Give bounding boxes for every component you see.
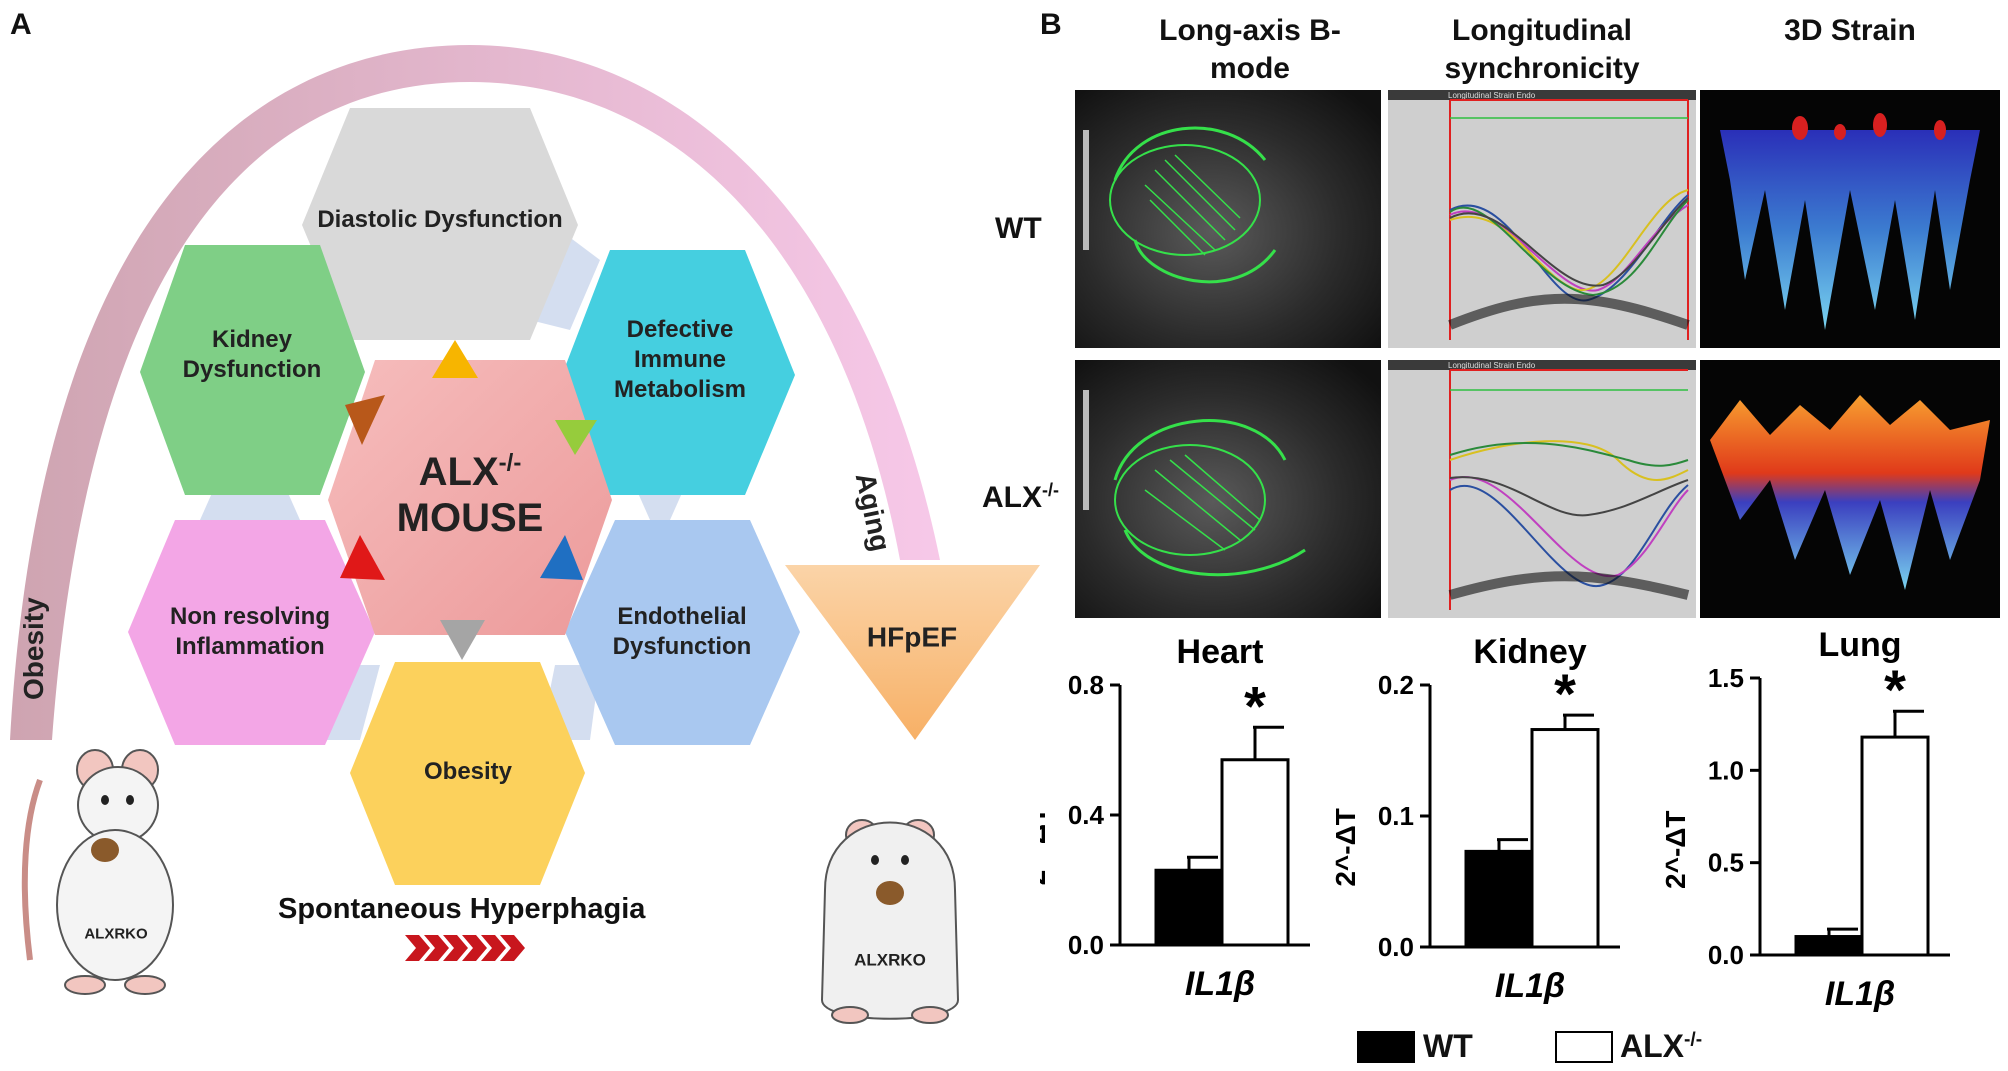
legend-alx-swatch xyxy=(1555,1031,1613,1063)
triangle-red xyxy=(340,535,385,580)
y-axis-label: 2^-ΔT xyxy=(1040,807,1051,885)
chart-title-lung: Lung xyxy=(1818,626,1901,664)
bmode-wt-image xyxy=(1075,90,1381,348)
hex-obesity-label: Obesity xyxy=(423,758,513,785)
hex-endothelial-label: Endothelial Dysfunction xyxy=(612,603,752,660)
center-title-line1: ALX xyxy=(418,450,499,494)
legend-alx-label: ALX-/- xyxy=(1620,1028,1703,1064)
x-label-gene: IL1β xyxy=(1185,965,1255,1003)
y-tick-label: 0.5 xyxy=(1708,848,1744,878)
right-mouse-label: ALXRKO xyxy=(854,950,926,970)
chart-title-kidney: Kidney xyxy=(1473,633,1586,671)
y-tick-label: 1.0 xyxy=(1708,755,1744,785)
hex-diastolic-label: Diastolic Dysfunction xyxy=(317,206,563,233)
hex-immune-label: Defective Immune Metabolism xyxy=(613,316,747,403)
y-axis-label: 2^-ΔT xyxy=(1330,808,1361,886)
hex-kidney-label: Kidney Dysfunction xyxy=(182,326,322,383)
bar-wt xyxy=(1794,935,1864,957)
left-mouse-icon xyxy=(21,749,174,995)
panel-a-diagram xyxy=(10,45,1040,1024)
x-label-gene: IL1β xyxy=(1825,975,1895,1013)
center-title-sup: -/- xyxy=(498,449,522,477)
bar-alx xyxy=(1530,728,1600,949)
sync-wt-plot: Longitudinal Strain Endo xyxy=(1388,90,1696,348)
hex-center xyxy=(328,360,612,635)
center-title: ALX-/- MOUSE xyxy=(397,449,544,541)
hex-inflammation xyxy=(128,520,375,745)
left-mouse-label: ALXRKO xyxy=(84,925,148,943)
panel-a-letter: A xyxy=(10,8,32,41)
right-mouse-icon xyxy=(820,819,960,1024)
hex-inflammation-label: Non resolving Inflammation xyxy=(169,603,331,660)
strain3d-wt-image xyxy=(1700,90,2000,348)
bar-alx xyxy=(1860,735,1930,957)
col-title-bmode: Long-axis B-mode xyxy=(1159,14,1341,85)
row-label-alx: ALX-/- xyxy=(982,480,1059,514)
x-label-gene: IL1β xyxy=(1495,967,1565,1005)
hyperphagia-label: Spontaneous Hyperphagia xyxy=(278,893,646,925)
y-tick-label: 0.1 xyxy=(1378,801,1414,831)
significance-star: * xyxy=(1244,674,1266,737)
hfpef-triangle xyxy=(785,565,1040,740)
bar-wt xyxy=(1464,849,1534,949)
y-tick-label: 0.0 xyxy=(1708,940,1744,970)
y-tick-label: 1.5 xyxy=(1708,663,1744,693)
triangle-green xyxy=(555,420,597,455)
sync-alx-header: Longitudinal Strain Endo xyxy=(1448,361,1536,370)
significance-star: * xyxy=(1884,658,1906,721)
row-label-wt: WT xyxy=(995,212,1042,245)
center-title-line2: MOUSE xyxy=(396,496,544,540)
connector-1 xyxy=(530,230,600,330)
sync-wt-header: Longitudinal Strain Endo xyxy=(1448,91,1536,100)
col-title-strain: 3D Strain xyxy=(1784,14,1916,47)
panel-b-letter: B xyxy=(1040,8,1062,41)
triangle-up-orange xyxy=(432,340,478,378)
bar-wt xyxy=(1154,868,1224,947)
strain3d-alx-image xyxy=(1700,360,2000,618)
triangle-down-gray xyxy=(440,620,485,660)
hex-diastolic xyxy=(302,108,578,340)
hex-immune xyxy=(562,250,795,495)
legend-wt-label: WT xyxy=(1423,1028,1473,1064)
hfpef-label: HFpEF xyxy=(866,621,958,653)
bar-charts: 0.00.40.8*HeartIL1β2^-ΔT0.00.10.2*Kidney… xyxy=(1040,626,1950,1013)
chart-title-heart: Heart xyxy=(1177,633,1264,671)
y-axis-label: 2^-ΔT xyxy=(1660,810,1691,888)
y-tick-label: 0.8 xyxy=(1068,670,1104,700)
y-tick-label: 0.2 xyxy=(1378,670,1414,700)
y-tick-label: 0.0 xyxy=(1068,930,1104,960)
hex-obesity xyxy=(350,662,585,885)
significance-star: * xyxy=(1554,662,1576,725)
legend-wt-swatch xyxy=(1357,1031,1415,1063)
y-tick-label: 0.0 xyxy=(1378,932,1414,962)
bar-alx xyxy=(1220,758,1290,947)
col-title-sync: Longitudinal synchronicity xyxy=(1444,14,1640,85)
triangle-blue xyxy=(540,535,583,580)
triangle-brown xyxy=(345,395,385,445)
y-tick-label: 0.4 xyxy=(1068,800,1105,830)
hex-endothelial xyxy=(565,520,800,745)
hex-kidney xyxy=(140,245,365,495)
chevron-arrows-icon xyxy=(405,935,525,961)
sync-alx-plot: Longitudinal Strain Endo xyxy=(1388,360,1696,618)
arc-obesity-label: Obesity xyxy=(18,597,49,700)
bmode-alx-image xyxy=(1075,360,1381,618)
